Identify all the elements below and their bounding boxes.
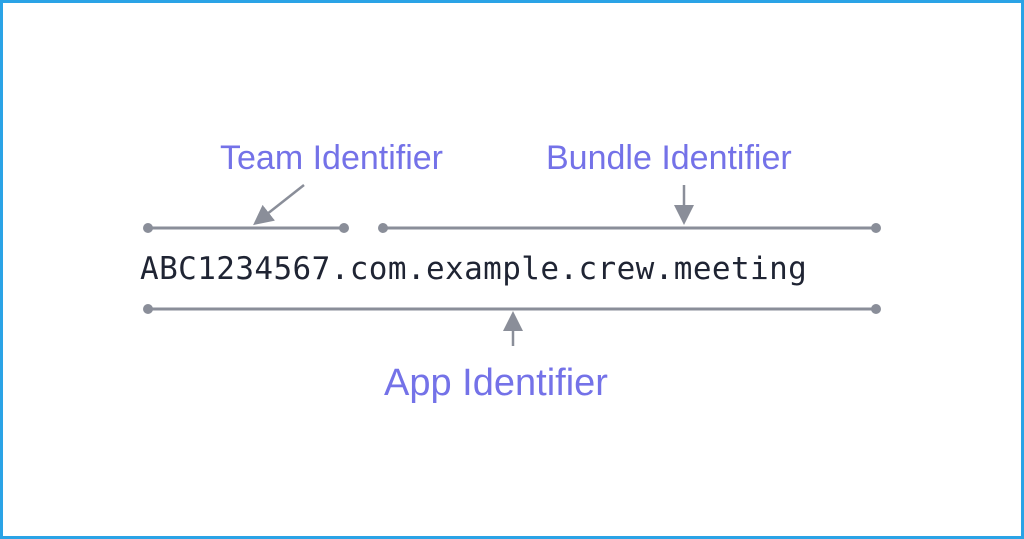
bundle-bracket (378, 223, 881, 233)
bundle-identifier-label: Bundle Identifier (546, 139, 792, 177)
team-identifier-label: Team Identifier (220, 139, 443, 177)
app-identifier-string: ABC1234567.com.example.crew.meeting (140, 251, 808, 287)
team-bracket (143, 223, 349, 233)
bracket-lines (143, 184, 881, 346)
app-identifier-label: App Identifier (384, 362, 608, 404)
team-pointer-arrow (253, 184, 305, 226)
app-bracket (143, 304, 881, 314)
